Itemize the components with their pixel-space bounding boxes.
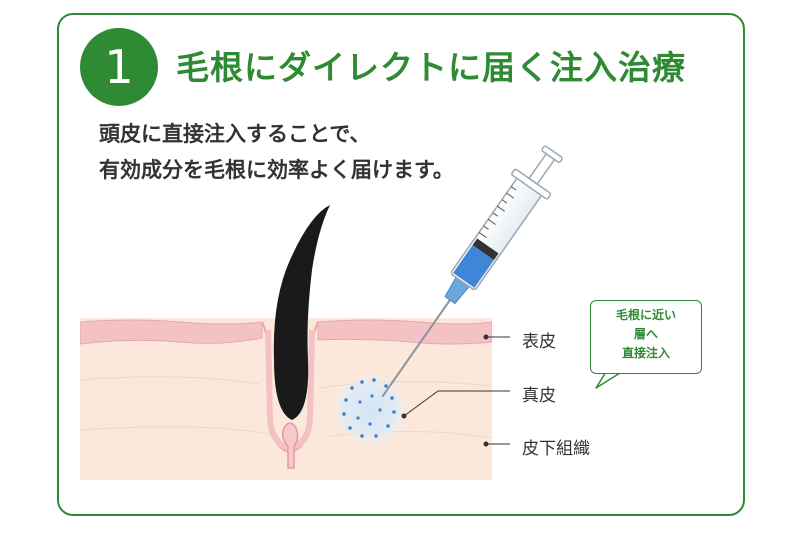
- callout-line-1: 毛根に近い: [615, 308, 676, 322]
- step-number: 1: [104, 40, 134, 94]
- label-dermis: 真皮: [522, 386, 556, 406]
- callout-line-2: 層へ: [633, 327, 658, 341]
- syringe-icon: [381, 145, 563, 398]
- epidermis-layer-right: [317, 319, 492, 345]
- label-leaders: [401, 334, 510, 447]
- description: 頭皮に直接注入することで、 有効成分を毛根に効率よく届けます。: [99, 116, 454, 188]
- epidermis-layer-left: [80, 319, 263, 345]
- step-badge: 1: [80, 28, 158, 106]
- callout-bubble: 毛根に近い 層へ 直接注入: [590, 300, 702, 374]
- callout-line-3: 直接注入: [621, 346, 670, 360]
- label-epidermis: 表皮: [522, 332, 556, 352]
- description-line-1: 頭皮に直接注入することで、: [99, 122, 371, 146]
- section-title: 毛根にダイレクトに届く注入治療: [176, 48, 686, 87]
- hair-follicle-icon: [261, 205, 330, 469]
- callout-tail: [595, 371, 621, 389]
- label-subcutaneous: 皮下組織: [522, 439, 590, 459]
- injection-spot-icon: [332, 374, 408, 446]
- description-line-2: 有効成分を毛根に効率よく届けます。: [99, 158, 454, 182]
